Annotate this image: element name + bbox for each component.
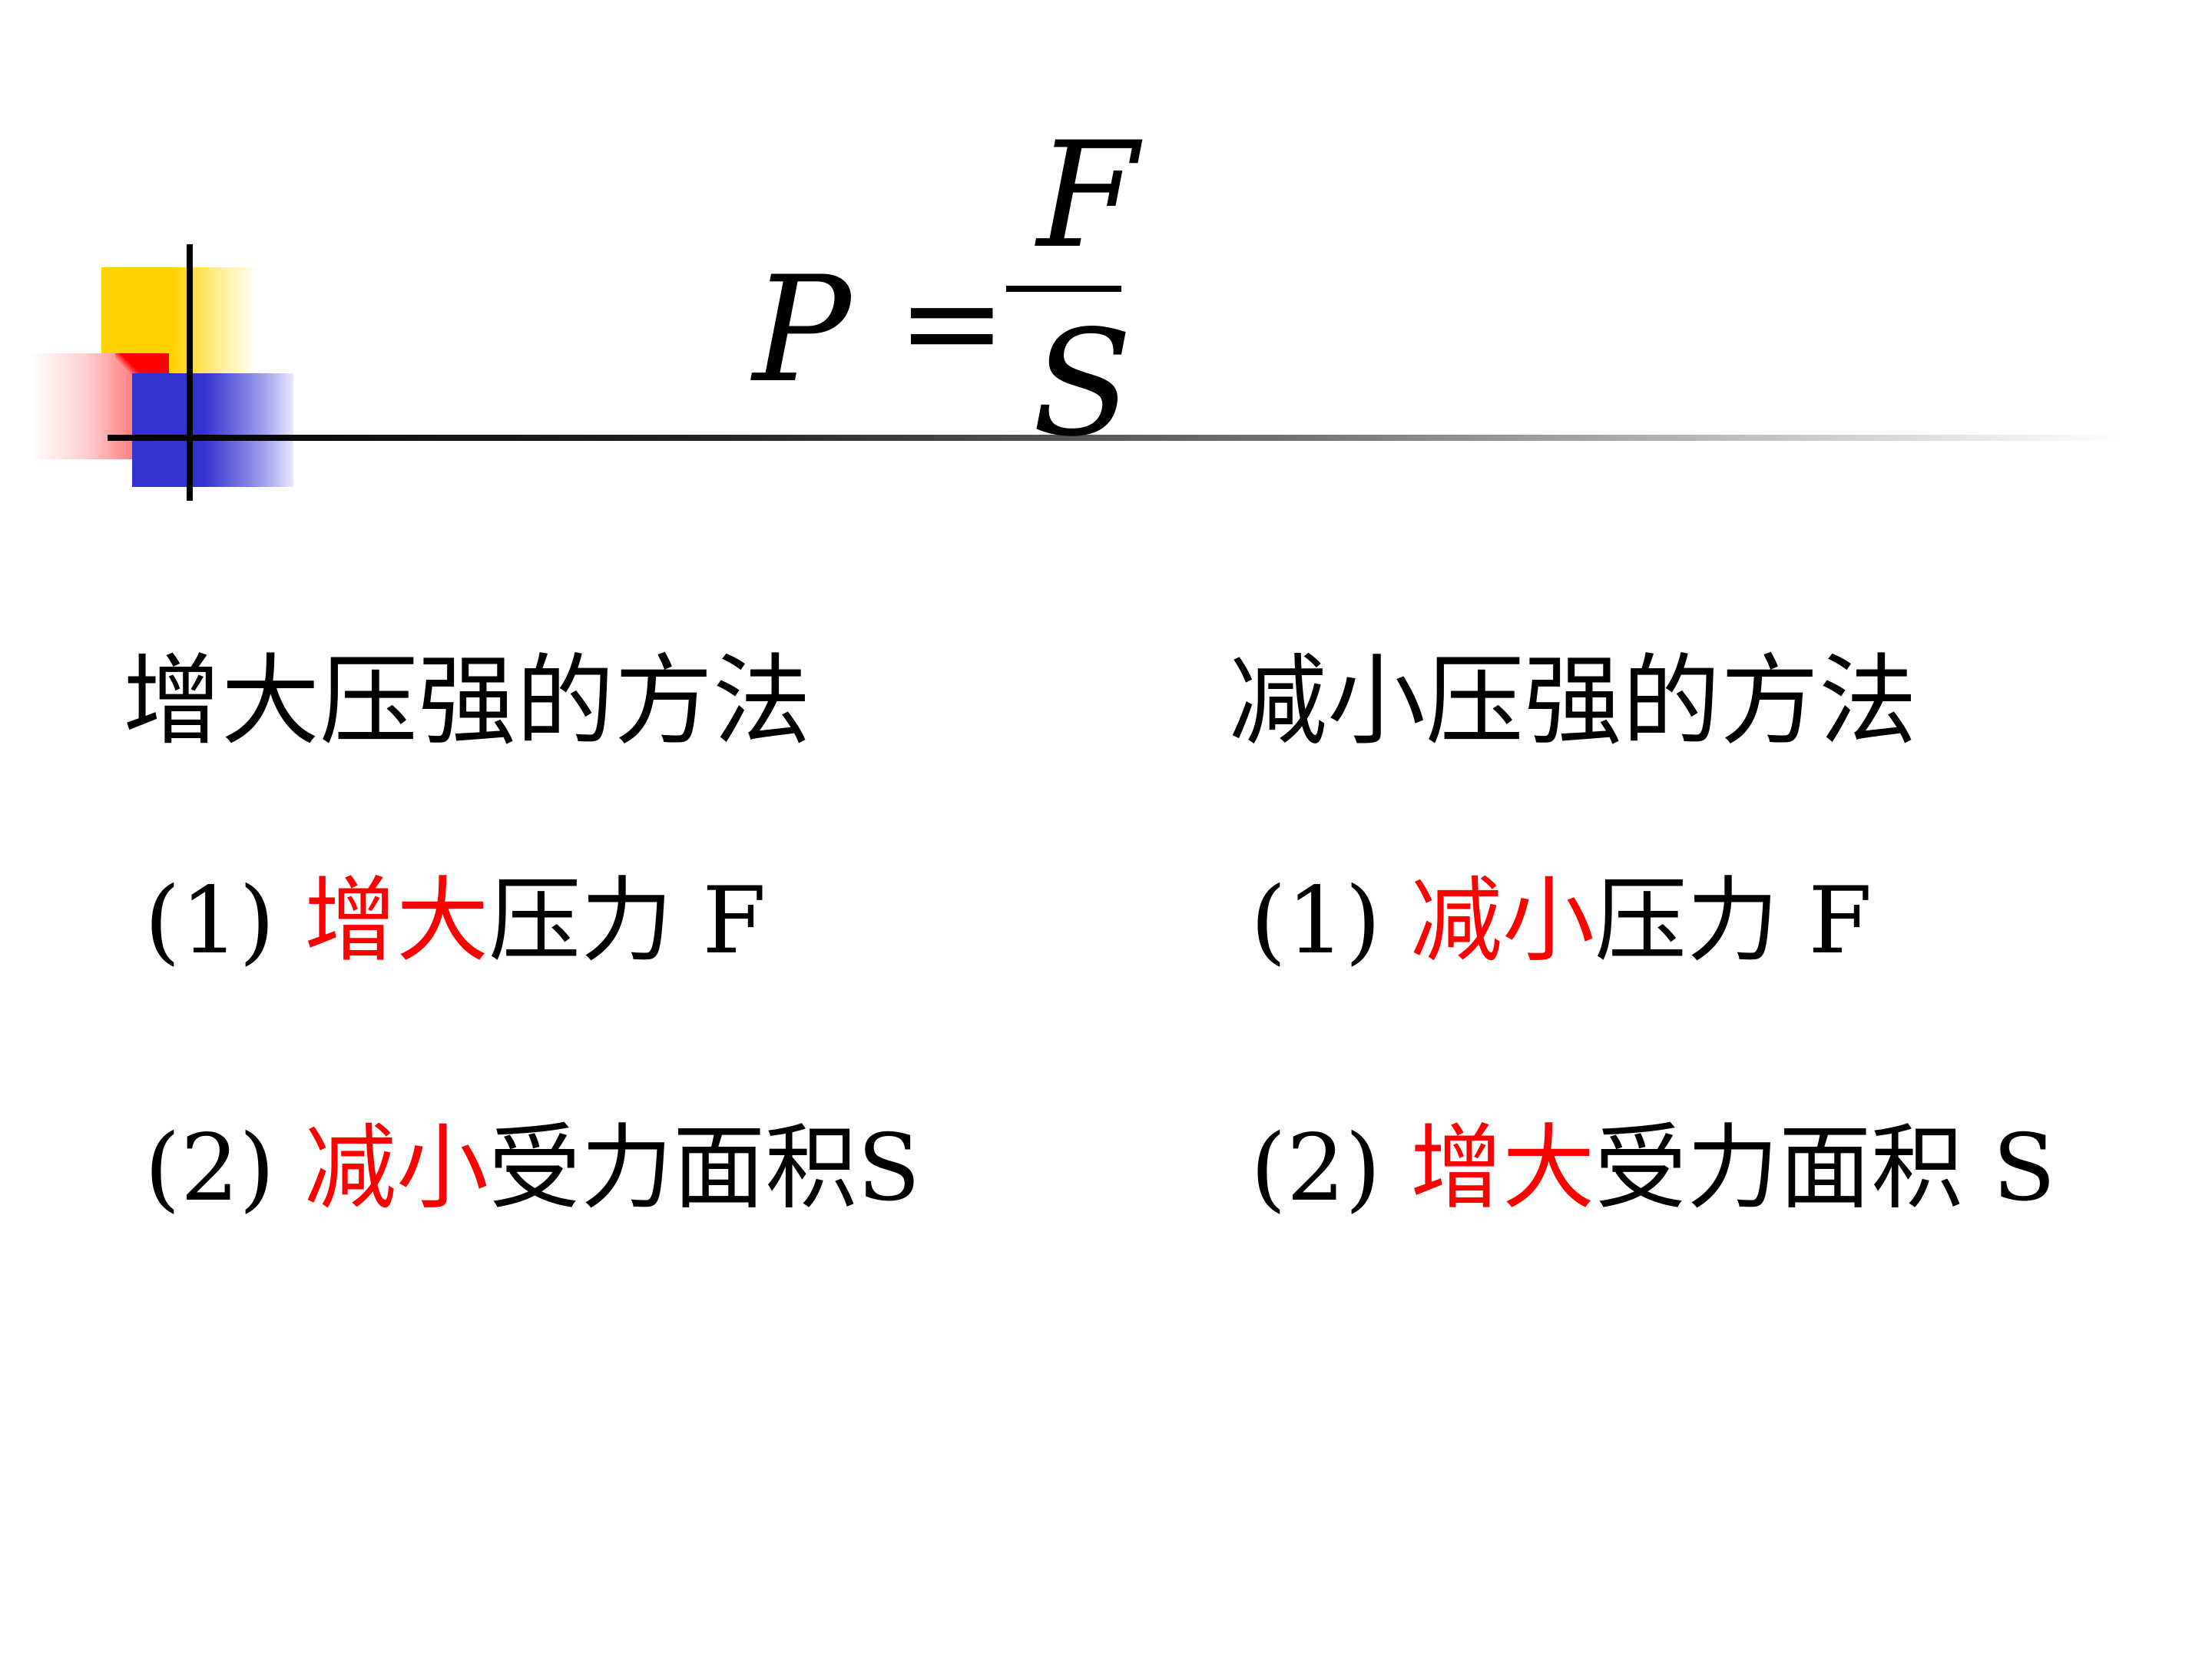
- method-item: (1) 增大压力 F: [144, 876, 767, 968]
- method-number: (1): [1250, 868, 1381, 975]
- formula-fraction-bar: [1006, 286, 1121, 292]
- method-item: (2) 增大受力面积 S: [1250, 1123, 2056, 1215]
- method-text: 受力面积S: [488, 1115, 921, 1222]
- ornament-blue-square: [132, 373, 293, 487]
- method-text: 压力 F: [1594, 868, 1873, 975]
- method-highlight: 减小: [304, 1115, 489, 1222]
- formula-denominator: S: [1032, 299, 1133, 469]
- increase-pressure-column: 增大压强的方法 (1) 增大压力 F (2) 减小受力面积S: [123, 644, 1121, 1215]
- method-item: (1) 减小压力 F: [1250, 876, 1873, 968]
- column-heading: 减小压强的方法: [1229, 644, 1918, 759]
- method-highlight: 减小: [1410, 868, 1595, 975]
- column-heading: 增大压强的方法: [123, 644, 812, 759]
- pressure-formula: P = F S: [737, 111, 1198, 457]
- method-number: (1): [144, 868, 275, 975]
- formula-lhs: P: [753, 245, 851, 415]
- decrease-pressure-column: 减小压强的方法 (1) 减小压力 F (2) 增大受力面积 S: [1229, 644, 2212, 1215]
- method-highlight: 增大: [1410, 1115, 1595, 1222]
- method-text: 受力面积 S: [1594, 1115, 2056, 1222]
- title-ornament: [0, 0, 2212, 538]
- method-highlight: 增大: [304, 868, 489, 975]
- method-number: (2): [1250, 1115, 1381, 1222]
- method-number: (2): [144, 1115, 275, 1222]
- ornament-vertical-rule: [187, 244, 193, 501]
- formula-numerator: F: [1037, 111, 1138, 280]
- method-item: (2) 减小受力面积S: [144, 1123, 920, 1215]
- formula-equals: =: [897, 247, 1007, 399]
- title-divider-line: [108, 435, 2120, 441]
- method-text: 压力 F: [488, 868, 767, 975]
